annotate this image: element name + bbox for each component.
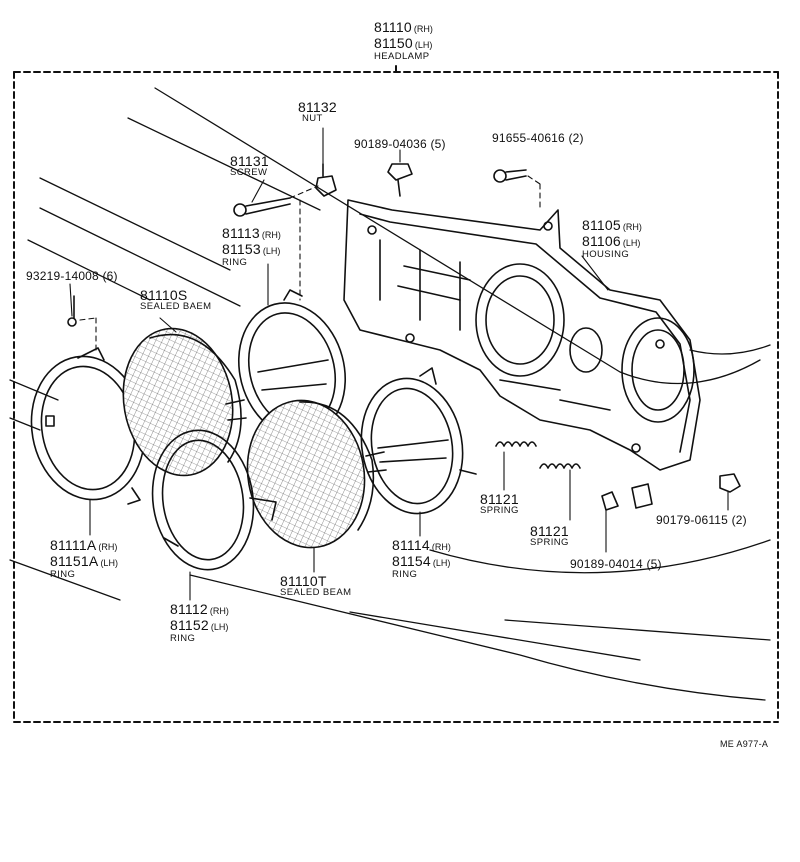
assembly-frame [13, 61, 779, 723]
nut-b-label: 90179-06115 (2) [656, 512, 747, 528]
clip-label: 90189-04014 (5) [570, 556, 662, 572]
part-number-rh: 81110 [374, 19, 412, 35]
spring-81121-upper [495, 441, 537, 447]
side-lh: (LH) [262, 246, 281, 256]
screw-label: 81131 SCREW [230, 154, 269, 178]
side-rh: (RH) [622, 222, 642, 232]
headlamp-label: 81110(RH) 81150(LH) HEADLAMP [374, 20, 433, 62]
sealed-beam-81110s [122, 327, 247, 477]
side-rh: (RH) [431, 542, 451, 552]
side-rh: (RH) [413, 24, 433, 34]
part-number: 91655-40616 (2) [492, 131, 584, 145]
sealed-s-label: 81110S SEALED BAEM [140, 288, 211, 312]
part-name: SPRING [530, 537, 569, 548]
part-name: HEADLAMP [374, 51, 430, 62]
part-number: 81131 [230, 153, 269, 169]
nut-90179 [719, 473, 741, 493]
bolt-90189-04036 [387, 163, 413, 197]
bolt-b-label: 91655-40616 (2) [492, 130, 584, 146]
spring-2-label: 81121 SPRING [530, 524, 569, 548]
part-number: 90179-06115 (2) [656, 513, 747, 527]
part-name: SPRING [480, 505, 519, 516]
part-name: SCREW [230, 167, 268, 178]
part-name: RING [50, 569, 76, 580]
part-number-rh: 81114 [392, 537, 430, 553]
part-number-lh: 81153 [222, 241, 261, 257]
part-number: 81132 [298, 99, 337, 115]
part-name: SEALED BAEM [140, 301, 212, 312]
part-number: 81121 [480, 491, 519, 507]
part-number-rh: 81111A [50, 537, 97, 553]
small-screw-label: 93219-14008 (6) [26, 268, 118, 284]
sealed-beam-81110t [246, 399, 387, 549]
leader-lines [69, 127, 729, 601]
part-number: 90189-04036 (5) [354, 137, 446, 151]
housing-label: 81105(RH) 81106(LH) HOUSING [582, 218, 642, 260]
side-lh: (LH) [210, 622, 229, 632]
housing-81105 [343, 199, 701, 471]
clip-90189-04014 [601, 483, 653, 511]
ring-81114 [360, 367, 477, 515]
part-name: SEALED BEAM [280, 587, 352, 598]
part-name: NUT [302, 113, 323, 124]
ring-inner-label: 81114(RH) 81154(LH) RING [392, 538, 451, 580]
part-number: 81110T [280, 573, 327, 589]
part-number: 81110S [140, 287, 188, 303]
spring-81121-lower [539, 463, 581, 469]
bolt-a-label: 90189-04036 (5) [354, 136, 446, 152]
part-name: RING [392, 569, 418, 580]
side-lh: (LH) [432, 558, 451, 568]
ring-81112 [151, 429, 277, 571]
side-rh: (RH) [261, 230, 281, 240]
spring-1-label: 81121 SPRING [480, 492, 519, 516]
part-number-rh: 81112 [170, 601, 208, 617]
ring-b-label: 81112(RH) 81152(LH) RING [170, 602, 229, 644]
fastener-guide-lines [79, 175, 541, 351]
nut-label: 81132 NUT [298, 100, 337, 124]
screw-93219 [67, 295, 77, 327]
body-outline-lines [9, 87, 771, 701]
part-name: RING [222, 257, 248, 268]
side-lh: (LH) [622, 238, 641, 248]
screw-81131 [233, 197, 291, 217]
ring-a-label: 81111A(RH) 81151A(LH) RING [50, 538, 118, 580]
part-name: RING [170, 633, 196, 644]
part-number: 90189-04014 (5) [570, 557, 662, 571]
part-number-lh: 81152 [170, 617, 209, 633]
part-number: 93219-14008 (6) [26, 269, 118, 283]
part-number-rh: 81113 [222, 225, 260, 241]
side-lh: (LH) [100, 558, 118, 568]
part-number-lh: 81150 [374, 35, 413, 51]
side-lh: (LH) [414, 40, 433, 50]
nut-81132 [315, 163, 337, 197]
part-number: 81121 [530, 523, 569, 539]
sealed-t-label: 81110T SEALED BEAM [280, 574, 351, 598]
bolt-91655-40616 [493, 169, 527, 183]
part-number-rh: 81105 [582, 217, 621, 233]
side-rh: (RH) [98, 542, 118, 552]
part-number-lh: 81154 [392, 553, 431, 569]
part-number-lh: 81151A [50, 553, 99, 569]
ring-outer-label: 81113(RH) 81153(LH) RING [222, 226, 281, 268]
part-name: HOUSING [582, 249, 630, 260]
part-number-lh: 81106 [582, 233, 621, 249]
reference-code: ME A977-A [720, 739, 769, 749]
side-rh: (RH) [209, 606, 229, 616]
